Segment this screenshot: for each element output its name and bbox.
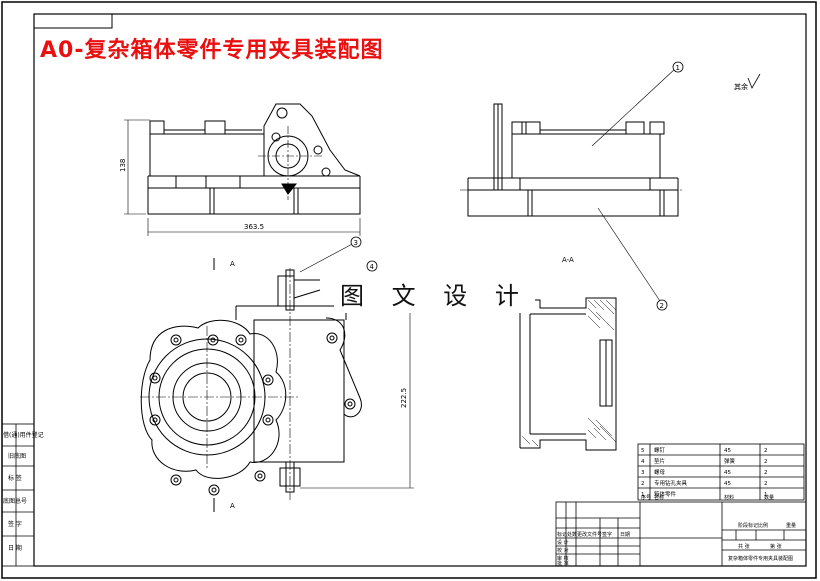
- strip-cell-6: 日 期: [8, 544, 22, 552]
- parts-header-qty: 数量: [764, 494, 774, 501]
- plan-view: [140, 258, 362, 512]
- parts-row-2-no: 4: [641, 459, 645, 465]
- tb-row-check: 校 对: [557, 547, 569, 554]
- drawing-title: A0-复杂箱体零件专用夹具装配图: [40, 38, 384, 63]
- balloon-4-label: 4: [370, 263, 375, 271]
- parts-row-1-name: 螺钉: [654, 446, 666, 454]
- balloon-3-label: 3: [354, 239, 358, 247]
- tb-scale: 比例: [758, 522, 768, 529]
- balloon-2: [656, 299, 668, 311]
- roughness-note: 其余: [734, 82, 748, 91]
- tb-weight: 重量: [786, 522, 796, 529]
- tb-row-approve: 批 准: [557, 560, 569, 567]
- parts-row-1-no: 5: [641, 448, 645, 454]
- parts-row-1-material: 45: [724, 448, 731, 454]
- dim-plan-height: 222.5: [400, 388, 408, 408]
- balloon-1: [672, 61, 684, 73]
- title-block-grid: [555, 501, 807, 567]
- plan-center-lines: [140, 268, 300, 500]
- section-hatching: [521, 299, 617, 447]
- plan-dimensions: [300, 305, 414, 489]
- front-dimensions: [124, 119, 361, 236]
- balloon-2-label: 2: [660, 302, 664, 310]
- parts-list-grid: [637, 443, 805, 501]
- leader-lines: [299, 67, 677, 305]
- balloon-1-label: 1: [676, 64, 680, 72]
- dim-front-width: 363.5: [244, 223, 264, 231]
- roughness-symbol: [747, 73, 761, 89]
- front-center-lines: [258, 126, 322, 200]
- section-letter-bottom: A: [230, 502, 235, 510]
- parts-row-5-qty: 1: [764, 492, 768, 498]
- tb-label-date: 日期: [620, 532, 630, 538]
- strip-cell-5: 签 字: [8, 520, 22, 528]
- parts-header-name: 名称: [654, 494, 664, 501]
- parts-row-3-no: 3: [641, 470, 645, 476]
- strip-cell-3: 标 签: [8, 474, 22, 482]
- tb-label-count: 处数: [567, 531, 577, 538]
- parts-row-4-name: 专用钻孔夹具: [654, 479, 688, 487]
- tb-row-design: 设 计: [557, 539, 569, 546]
- code-box: [33, 13, 113, 29]
- parts-header-no: 序号: [641, 494, 651, 501]
- tb-label-sign: 签字: [602, 531, 612, 538]
- watermark: 图 文 设 计: [334, 274, 535, 313]
- front-view: [147, 103, 361, 215]
- parts-row-5-name: 箱体零件: [654, 490, 677, 498]
- strip-cell-4: 底图总号: [3, 497, 27, 505]
- left-binding-strip: [1, 423, 35, 567]
- parts-row-5-no: 1: [641, 492, 645, 498]
- tb-sheet-of: 第 张: [770, 543, 782, 550]
- parts-row-3-material: 45: [724, 470, 731, 476]
- tb-drawing-name: 复杂箱体零件专用夹具装配图: [728, 555, 793, 562]
- section-letter-top: A: [230, 260, 235, 268]
- parts-row-2-qty: 2: [764, 459, 768, 465]
- strip-cell-2: 旧底图: [8, 452, 26, 460]
- tb-row-review: 审 核: [557, 555, 569, 562]
- parts-list-rows: 5 螺钉 45 2 4 垫片 弹簧 2 3 螺母 45 2 2 专用钻孔夹具 4…: [641, 446, 768, 498]
- parts-row-2-name: 垫片: [654, 457, 665, 465]
- parts-row-1-qty: 2: [764, 448, 768, 454]
- strip-cell-1: 借(通)用件登记: [3, 431, 44, 439]
- section-label: A-A: [562, 256, 574, 264]
- parts-row-4-material: 45: [724, 481, 731, 487]
- tb-sheet: 共 张: [738, 543, 750, 550]
- tb-stage: 阶段标记: [738, 522, 758, 529]
- inner-frame: [33, 13, 807, 567]
- parts-row-4-no: 2: [641, 481, 645, 487]
- balloon-3: [350, 236, 362, 248]
- parts-row-2-material: 弹簧: [724, 457, 736, 465]
- parts-header-material: 材料: [724, 494, 734, 501]
- tb-label-mark: 标记: [557, 531, 567, 538]
- title-block-text: 标记 处数 更改文件号 签字 日期 设 计 校 对 审 核 批 准 阶段标记 比…: [557, 522, 796, 567]
- parts-row-3-qty: 2: [764, 470, 768, 476]
- section-view: [519, 297, 617, 451]
- parts-row-3-name: 螺母: [654, 468, 666, 476]
- side-view: [467, 103, 679, 217]
- parts-row-4-qty: 2: [764, 481, 768, 487]
- tb-label-change: 更改文件号: [577, 531, 602, 538]
- balloon-4: [366, 260, 378, 272]
- dim-front-height: 138: [119, 159, 127, 172]
